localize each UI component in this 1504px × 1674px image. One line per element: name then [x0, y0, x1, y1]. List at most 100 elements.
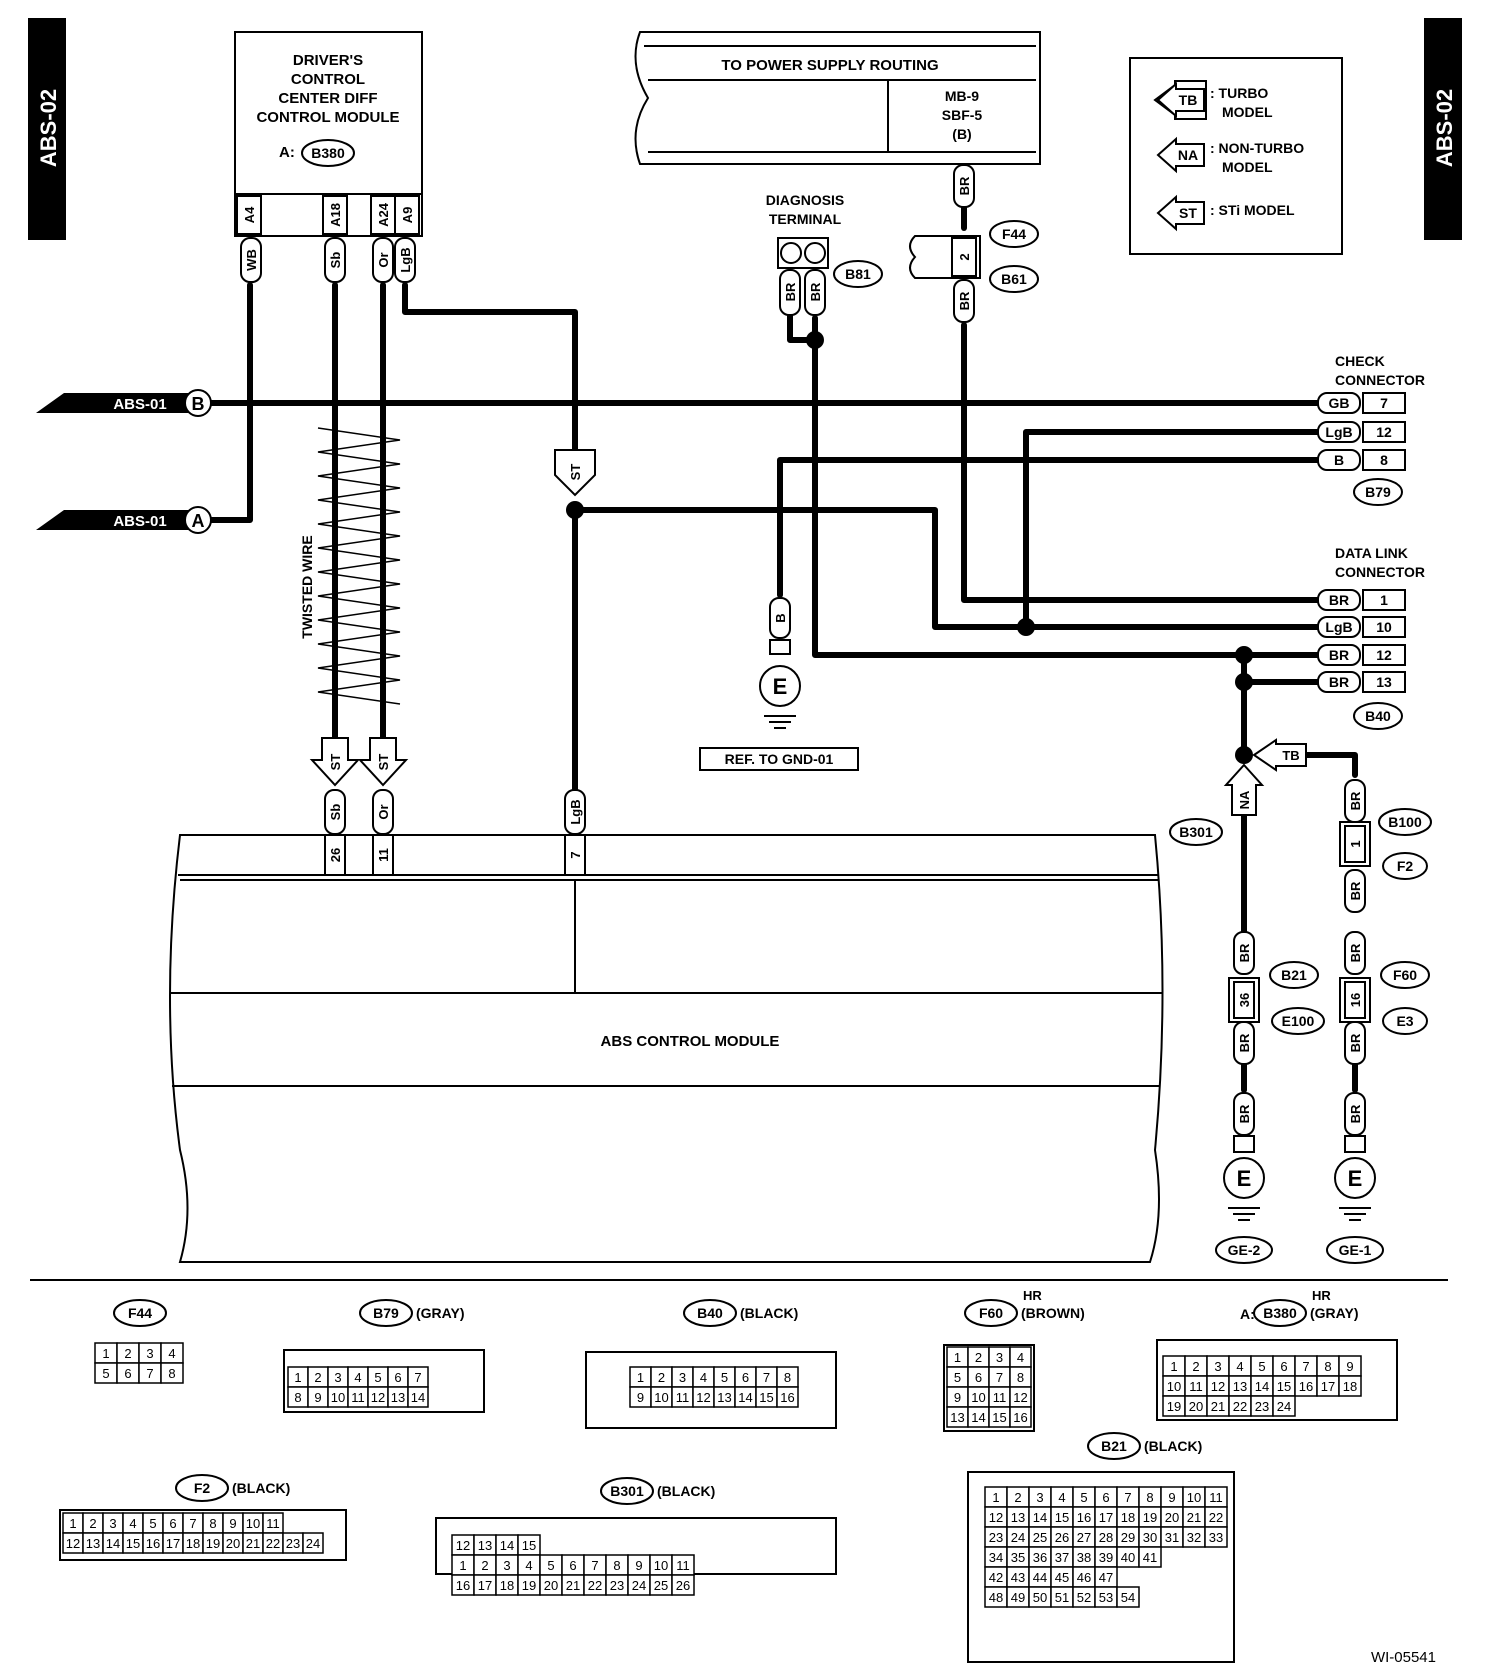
svg-text:2: 2: [957, 253, 972, 260]
svg-text:ST: ST: [376, 754, 391, 771]
svg-text:F44: F44: [1002, 226, 1026, 242]
inline-connector-b100-f2: 1 B100 F2: [1339, 808, 1432, 880]
pin-number: 7: [189, 1516, 196, 1531]
pin-number: 19: [522, 1578, 536, 1593]
pin-number: 6: [1280, 1359, 1287, 1374]
connector-view-color: (BLACK): [232, 1480, 290, 1496]
pin-number: 4: [1236, 1359, 1243, 1374]
svg-text:GE-1: GE-1: [1339, 1242, 1372, 1258]
connector-view-id-badge: [113, 1299, 167, 1327]
svg-text:GE-2: GE-2: [1228, 1242, 1261, 1258]
pin-number: 8: [784, 1370, 791, 1385]
pin-number: 30: [1143, 1530, 1157, 1545]
svg-text:E3: E3: [1396, 1013, 1413, 1029]
svg-text:Or: Or: [376, 252, 391, 267]
svg-text:MODEL: MODEL: [1222, 159, 1273, 175]
abs01-ref-b: ABS-01 B: [36, 389, 212, 417]
pin-number: 5: [1258, 1359, 1265, 1374]
pin-number: 6: [742, 1370, 749, 1385]
svg-text:A24: A24: [376, 202, 391, 227]
svg-text:E: E: [773, 674, 788, 699]
pin-number: 3: [1214, 1359, 1221, 1374]
svg-text:1: 1: [1380, 592, 1388, 608]
pin-number: 22: [1209, 1510, 1223, 1525]
pin-number: 18: [500, 1578, 514, 1593]
left-tab: [28, 18, 66, 240]
pin-number: 15: [126, 1536, 140, 1551]
pin-number: 13: [478, 1538, 492, 1553]
pin-number: 10: [331, 1390, 345, 1405]
pin-number: 3: [1036, 1490, 1043, 1505]
pin-number: 5: [102, 1366, 109, 1381]
svg-text:E100: E100: [1282, 1013, 1315, 1029]
svg-text:NA: NA: [1237, 790, 1252, 809]
pin-number: 3: [503, 1558, 510, 1573]
pin-cell: [160, 1362, 184, 1384]
svg-text:MB-9: MB-9: [945, 88, 979, 104]
connector-id-b301: [1169, 818, 1223, 846]
pin-number: 39: [1099, 1550, 1113, 1565]
pin-number: 2: [975, 1350, 982, 1365]
pin-number: 42: [989, 1570, 1003, 1585]
pin-number: 16: [1013, 1410, 1027, 1425]
svg-text:BR: BR: [1329, 674, 1349, 690]
ground-ge2: E GE-2: [1215, 1135, 1273, 1264]
svg-text:(B): (B): [952, 126, 971, 142]
pin-number: 21: [1187, 1510, 1201, 1525]
left-tab-label: ABS-02: [36, 89, 61, 167]
pin-number: 6: [1102, 1490, 1109, 1505]
svg-text:7: 7: [568, 851, 583, 858]
pin-cell: [302, 1532, 324, 1554]
pin-number: 9: [635, 1558, 642, 1573]
pin-number: 41: [1143, 1550, 1157, 1565]
svg-text:13: 13: [1376, 674, 1392, 690]
pin-number: 1: [102, 1346, 109, 1361]
svg-text:E: E: [1237, 1166, 1252, 1191]
pin-number: 12: [696, 1390, 710, 1405]
svg-text:ST: ST: [568, 464, 583, 481]
pin-number: 4: [1058, 1490, 1065, 1505]
figure-id: WI-05541: [1371, 1649, 1436, 1666]
pin-cell: [1138, 1546, 1162, 1568]
pin-number: 2: [124, 1346, 131, 1361]
pin-number: 37: [1055, 1550, 1069, 1565]
connector-view-id-badge: [359, 1299, 413, 1327]
pin-number: 4: [168, 1346, 175, 1361]
pin-number: 49: [1011, 1590, 1025, 1605]
svg-text:16: 16: [1348, 993, 1363, 1007]
pin-number: 23: [286, 1536, 300, 1551]
svg-text:BR: BR: [1237, 1033, 1252, 1052]
pin-number: 7: [1124, 1490, 1131, 1505]
twisted-wire-label: TWISTED WIRE: [299, 535, 315, 638]
svg-text:DATA LINK: DATA LINK: [1335, 545, 1408, 561]
pin-number: 12: [1211, 1379, 1225, 1394]
drivers-control-module: DRIVER'S CONTROL CENTER DIFF CONTROL MOD…: [234, 31, 423, 237]
pin-number: 14: [1033, 1510, 1047, 1525]
pin-number: 48: [989, 1590, 1003, 1605]
pin-number: 16: [456, 1578, 470, 1593]
pin-cell: [1272, 1395, 1296, 1417]
connector-view-id-badge: [1087, 1432, 1141, 1460]
model-legend: TB : TURBO MODEL NA : NON-TURBO MODEL ST…: [1129, 57, 1343, 255]
svg-text:B40: B40: [1365, 708, 1391, 724]
pin-number: 4: [1017, 1350, 1024, 1365]
tb-na-arrows: TB NA: [1223, 738, 1307, 816]
svg-text:ABS-01: ABS-01: [113, 396, 166, 413]
pin-number: 1: [69, 1516, 76, 1531]
svg-text:LgB: LgB: [1325, 424, 1352, 440]
pin-number: 36: [1033, 1550, 1047, 1565]
svg-text:B61: B61: [1001, 271, 1027, 287]
pin-number: 26: [1055, 1530, 1069, 1545]
pin-number: 47: [1099, 1570, 1113, 1585]
svg-text:F60: F60: [1393, 967, 1417, 983]
pin-number: 7: [763, 1370, 770, 1385]
pin-number: 11: [993, 1390, 1007, 1405]
connector-view-id: B40: [697, 1305, 723, 1321]
pin-number: 3: [334, 1370, 341, 1385]
svg-text:Sb: Sb: [328, 804, 343, 821]
pin-number: 7: [1302, 1359, 1309, 1374]
